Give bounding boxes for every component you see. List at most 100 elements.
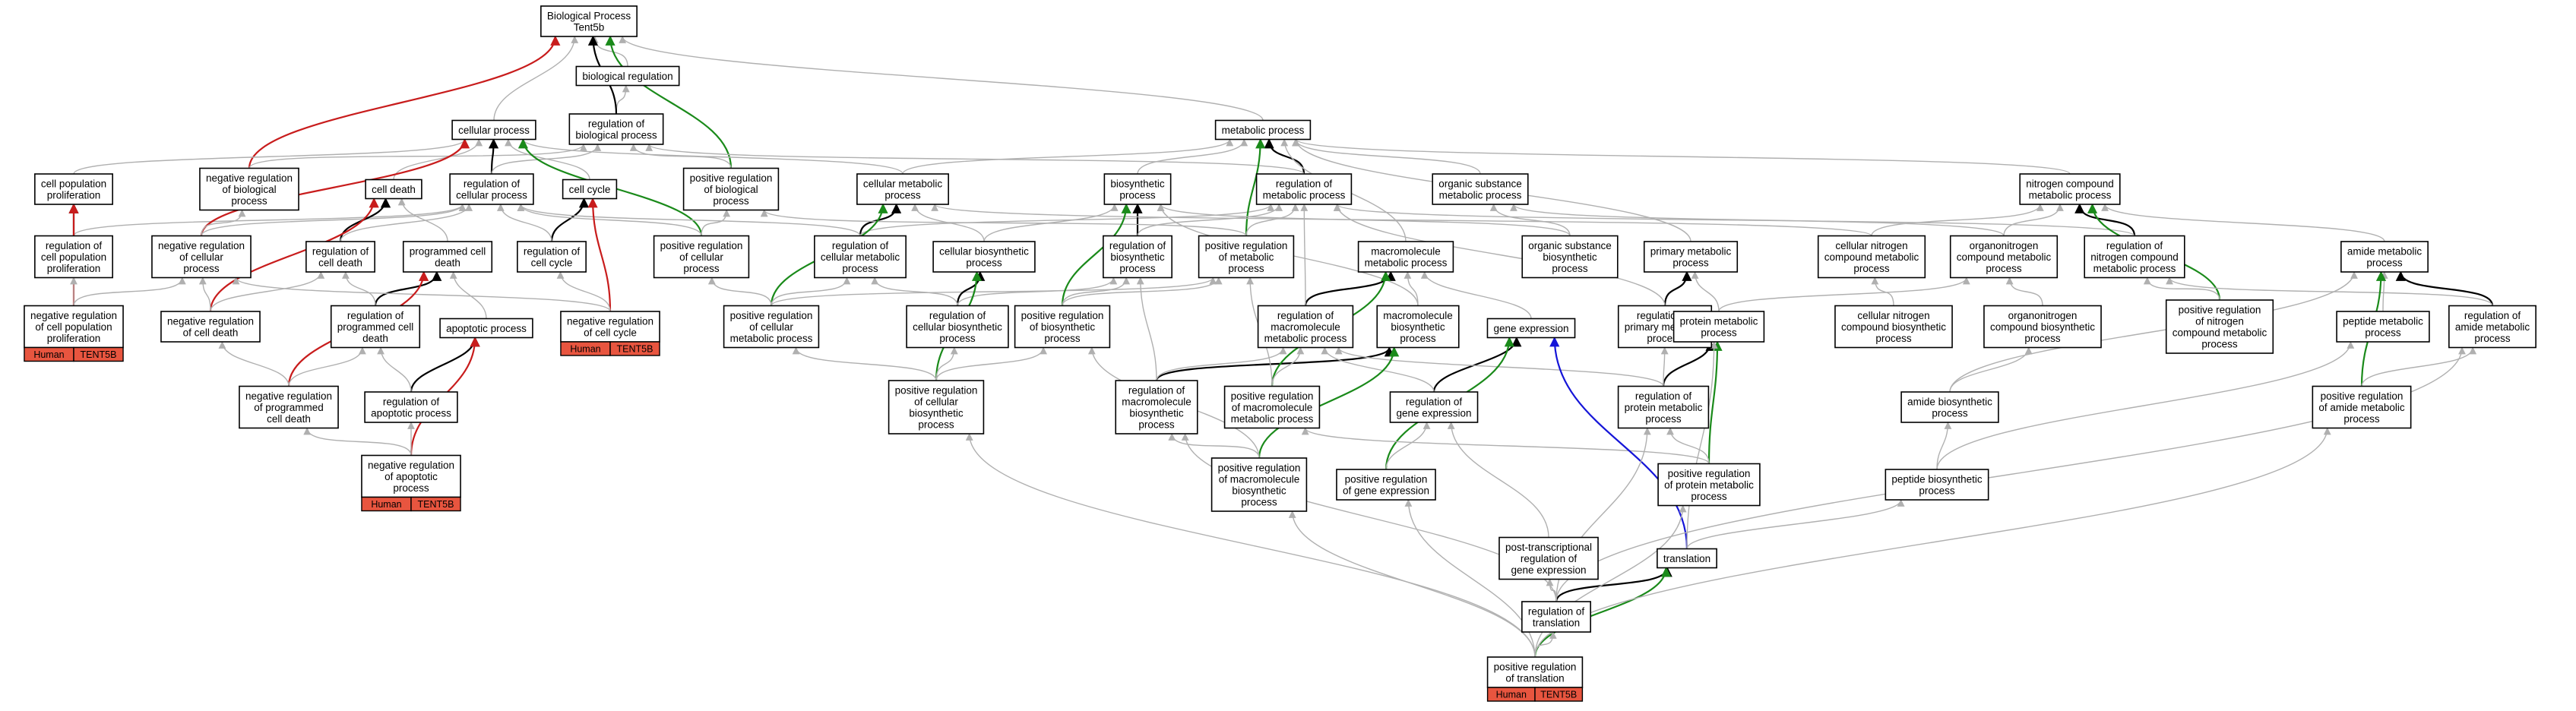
edge-is-a bbox=[342, 271, 376, 306]
go-term-node[interactable]: regulation ofmacromoleculebiosyntheticpr… bbox=[1115, 380, 1198, 434]
go-term-node[interactable]: gene expression bbox=[1486, 318, 1576, 339]
node-box bbox=[2084, 235, 2185, 279]
node-label-line: biosynthetic bbox=[1391, 321, 1445, 333]
node-box bbox=[568, 113, 664, 145]
edge-is-a bbox=[2380, 271, 2388, 312]
node-label-line: cellular biosynthetic bbox=[913, 321, 1002, 333]
node-label-line: regulation of bbox=[1521, 553, 1578, 564]
node-label-line: process bbox=[1932, 408, 1968, 419]
node-label-line: cellular metabolic bbox=[821, 251, 900, 263]
node-label-line: regulation of bbox=[2106, 240, 2163, 251]
node-label-line: of cellular bbox=[179, 251, 223, 263]
go-term-node[interactable]: cell death bbox=[365, 179, 422, 200]
edge-is-a bbox=[397, 198, 448, 242]
node-label-line: peptide biosynthetic bbox=[1891, 474, 1983, 485]
node-label-line: process bbox=[1119, 263, 1156, 274]
node-label-line: positive regulation bbox=[2321, 390, 2404, 402]
node-label-line: regulation of bbox=[524, 246, 581, 258]
node-label-line: cellular nitrogen bbox=[1835, 240, 1907, 251]
go-term-node[interactable]: metabolic process bbox=[1214, 119, 1312, 141]
go-term-node[interactable]: cell cycle bbox=[562, 179, 618, 200]
edge-is-a bbox=[1137, 138, 1248, 175]
node-label-line: positive regulation bbox=[2179, 305, 2261, 316]
go-term-node[interactable]: translation bbox=[1657, 548, 1717, 569]
node-box bbox=[2165, 299, 2274, 354]
node-label-line: process bbox=[1645, 413, 1682, 425]
node-label-line: process bbox=[1919, 485, 1955, 497]
edge-is-a bbox=[1293, 138, 2071, 175]
go-term-node[interactable]: cellular process bbox=[451, 119, 536, 141]
edge-is-a bbox=[198, 276, 211, 312]
edge-is-a bbox=[2166, 276, 2493, 306]
edge-positively-regulates bbox=[1258, 346, 1400, 459]
node-label-line: regulation of bbox=[1128, 385, 1185, 397]
go-term-node[interactable]: apoptotic process bbox=[439, 318, 533, 339]
go-term-node[interactable]: biological regulation bbox=[575, 65, 680, 87]
node-box bbox=[1817, 235, 1926, 279]
node-label-line: organonitrogen bbox=[2008, 310, 2078, 321]
node-label-line: gene expression bbox=[1493, 323, 1568, 334]
node-label-line: of cell population bbox=[35, 321, 112, 333]
species-badge-label: Human bbox=[1496, 690, 1527, 700]
